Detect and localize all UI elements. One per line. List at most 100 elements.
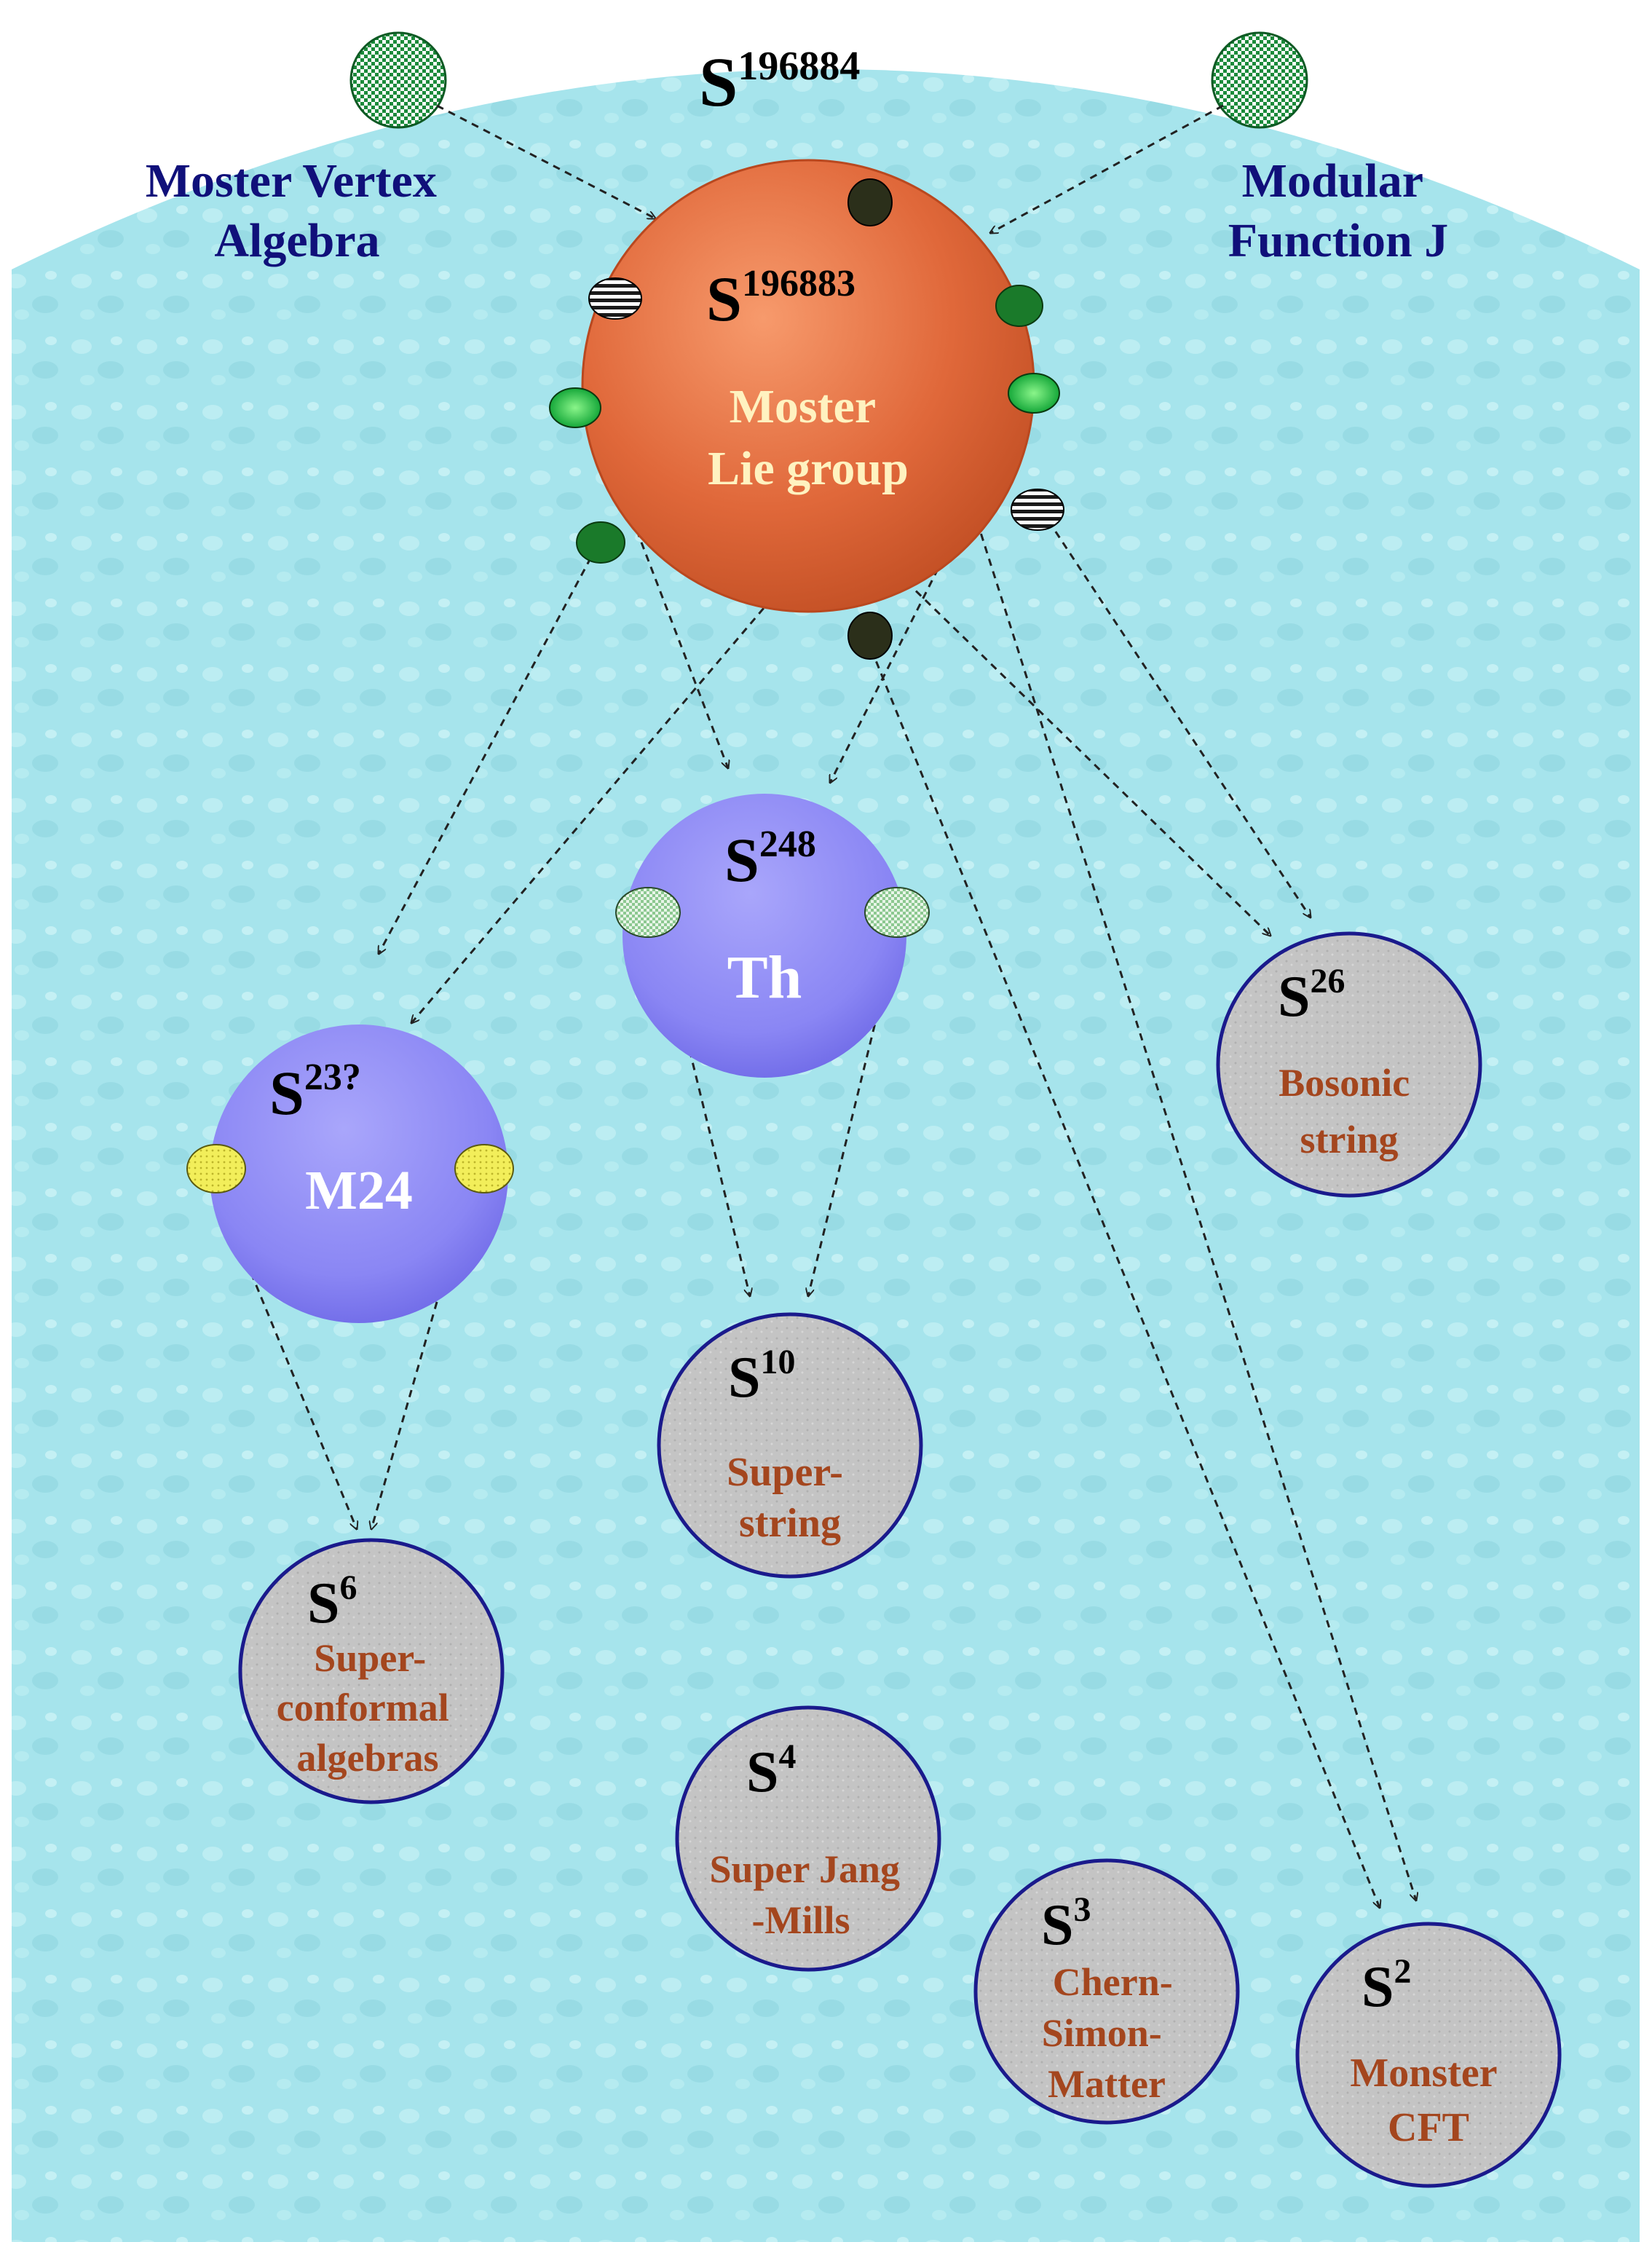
m24-sphere-dim-sup: 23? — [304, 1057, 361, 1098]
monster-marker-bright-green-right — [1008, 373, 1060, 414]
monster-sphere-dim-label: S196883 — [706, 263, 855, 335]
monster-cft-sphere-dim-base: S — [1361, 1955, 1394, 2019]
monster-marker-bright-green-left — [549, 387, 601, 428]
chern-simons-sphere-dim-base: S — [1041, 1893, 1074, 1957]
monster-cft-sphere: S2 Monster CFT — [1295, 1922, 1562, 2188]
superstring-sphere-name-line1: Super- — [727, 1450, 843, 1495]
monster-cft-sphere-dim-label: S2 — [1361, 1952, 1412, 2019]
monster-cft-sphere-name: Monster CFT — [1350, 2050, 1506, 2150]
superstring-sphere-body — [657, 1312, 923, 1579]
monster-sphere: S196883 Moster Lie group — [549, 159, 1064, 660]
arrow-monster-to-th-a — [588, 407, 728, 768]
chern-simons-sphere-name-line2: Simon- — [1042, 2011, 1162, 2055]
m24-marker-left — [186, 1144, 246, 1193]
yang-mills-sphere-dim-label: S4 — [746, 1737, 797, 1804]
bosonic-sphere-dim-sup: 26 — [1311, 962, 1345, 1000]
thompson-marker-left — [615, 887, 681, 938]
monster-sphere-name-line2: Lie group — [708, 442, 909, 495]
thompson-sphere-dim-sup: 248 — [759, 824, 816, 865]
monster-cft-sphere-dim-sup: 2 — [1394, 1952, 1412, 1991]
chern-simons-sphere-name: Chern- Simon- Matter — [1042, 1960, 1183, 2106]
yang-mills-sphere-name-line1: Super Jang — [709, 1847, 900, 1891]
thompson-sphere: S248 Th — [615, 794, 930, 1078]
arrow-modular-to-monster — [990, 104, 1224, 233]
thompson-sphere-dim-base: S — [724, 825, 759, 895]
modular-function-node — [1211, 31, 1308, 129]
superconformal-sphere-name: Super- conformal algebras — [277, 1636, 459, 1780]
outer-sphere-label-base: S — [699, 43, 738, 121]
bosonic-sphere: S26 Bosonic string — [1216, 931, 1482, 1198]
monster-sphere-name: Moster Lie group — [708, 380, 909, 495]
arrow-monster-to-cft-b — [865, 636, 1380, 1908]
monster-cft-sphere-name-line1: Monster — [1350, 2050, 1496, 2096]
thompson-marker-right — [864, 887, 930, 938]
monster-cft-sphere-name-line2: CFT — [1388, 2105, 1469, 2150]
chern-simons-sphere-dim-sup: 3 — [1074, 1890, 1091, 1929]
bosonic-sphere-dim-label: S26 — [1278, 962, 1345, 1029]
superconformal-sphere-dim-base: S — [307, 1571, 340, 1635]
monster-sphere-dim-base: S — [706, 264, 742, 335]
chern-simons-sphere: S3 Chern- Simon- Matter — [973, 1858, 1240, 2125]
yang-mills-sphere: S4 Super Jang -Mills — [675, 1705, 941, 1972]
arrow-monster-to-bosonic-a — [1040, 509, 1311, 917]
monster-marker-striped-right — [1011, 489, 1064, 531]
m24-sphere-dim-label: S23? — [269, 1057, 361, 1128]
superstring-sphere-name-line2: string — [739, 1501, 841, 1546]
chern-simons-sphere-name-line1: Chern- — [1053, 1960, 1173, 2004]
vertex-algebra-node — [349, 31, 447, 129]
modular-function-label-line1: Modular — [1242, 154, 1423, 208]
superconformal-sphere-name-line3: algebras — [297, 1736, 439, 1780]
arrow-monster-to-bosonic-b — [614, 297, 1270, 936]
m24-sphere-dim-base: S — [269, 1058, 304, 1128]
arrow-monster-to-cft-a — [872, 196, 1416, 1900]
monster-marker-dark-top — [847, 178, 893, 226]
superstring-sphere-name: Super- string — [727, 1450, 853, 1546]
bosonic-sphere-dim-base: S — [1278, 965, 1311, 1029]
arrow-monster-to-m24-a — [379, 545, 598, 954]
arrow-m24-to-superconformal-b — [371, 1175, 475, 1529]
m24-marker-right — [454, 1144, 514, 1193]
monster-cft-sphere-body — [1295, 1922, 1562, 2188]
superstring-sphere-dim-base: S — [728, 1346, 761, 1410]
yang-mills-sphere-dim-base: S — [746, 1740, 779, 1804]
superconformal-sphere: S6 Super- conformal algebras — [238, 1538, 505, 1804]
thompson-sphere-dim-label: S248 — [724, 824, 816, 895]
monster-marker-green-upper-right — [995, 285, 1043, 327]
superconformal-sphere-name-line1: Super- — [314, 1636, 426, 1680]
monster-marker-green-lower-left — [576, 521, 625, 564]
modular-function-label: Modular Function J — [1228, 154, 1449, 267]
arrow-m24-to-superconformal-a — [210, 1175, 357, 1529]
superconformal-sphere-name-line2: conformal — [277, 1686, 449, 1729]
bosonic-sphere-name-line1: Bosonic — [1278, 1061, 1410, 1105]
monster-sphere-dim-sup: 196883 — [742, 263, 855, 304]
bosonic-sphere-body — [1216, 931, 1482, 1198]
yang-mills-sphere-name: Super Jang -Mills — [709, 1847, 909, 1942]
outer-sphere-label-sup: 196884 — [738, 44, 860, 89]
superconformal-sphere-body — [238, 1538, 505, 1804]
superstring-sphere-dim-sup: 10 — [761, 1343, 796, 1381]
superconformal-sphere-dim-label: S6 — [307, 1568, 357, 1635]
thompson-sphere-body — [623, 794, 906, 1078]
thompson-sphere-name: Th — [727, 944, 802, 1011]
monster-marker-striped-left — [588, 277, 642, 320]
arrow-vertex-to-monster — [436, 104, 655, 218]
m24-sphere: S23? M24 — [186, 1025, 514, 1323]
vertex-algebra-label: Moster Vertex Algebra — [146, 154, 449, 267]
modular-function-label-line2: Function J — [1228, 214, 1449, 267]
m24-sphere-name: M24 — [305, 1160, 413, 1221]
chern-simons-sphere-body — [973, 1858, 1240, 2125]
monster-sphere-name-line1: Moster — [730, 380, 875, 433]
chern-simons-sphere-dim-label: S3 — [1041, 1890, 1091, 1957]
yang-mills-sphere-dim-sup: 4 — [779, 1737, 797, 1776]
chern-simons-sphere-name-line3: Matter — [1048, 2062, 1166, 2106]
yang-mills-sphere-name-line2: -Mills — [752, 1898, 850, 1942]
superconformal-sphere-dim-sup: 6 — [340, 1568, 357, 1607]
monster-marker-dark-bottom — [847, 612, 893, 660]
m24-sphere-body — [210, 1025, 508, 1323]
vertex-algebra-label-line2: Algebra — [214, 214, 379, 267]
outer-sphere-label: S196884 — [699, 43, 860, 121]
yang-mills-sphere-body — [675, 1705, 941, 1972]
vertex-algebra-label-line1: Moster Vertex — [146, 154, 437, 208]
superstring-sphere: S10 Super- string — [657, 1312, 923, 1579]
